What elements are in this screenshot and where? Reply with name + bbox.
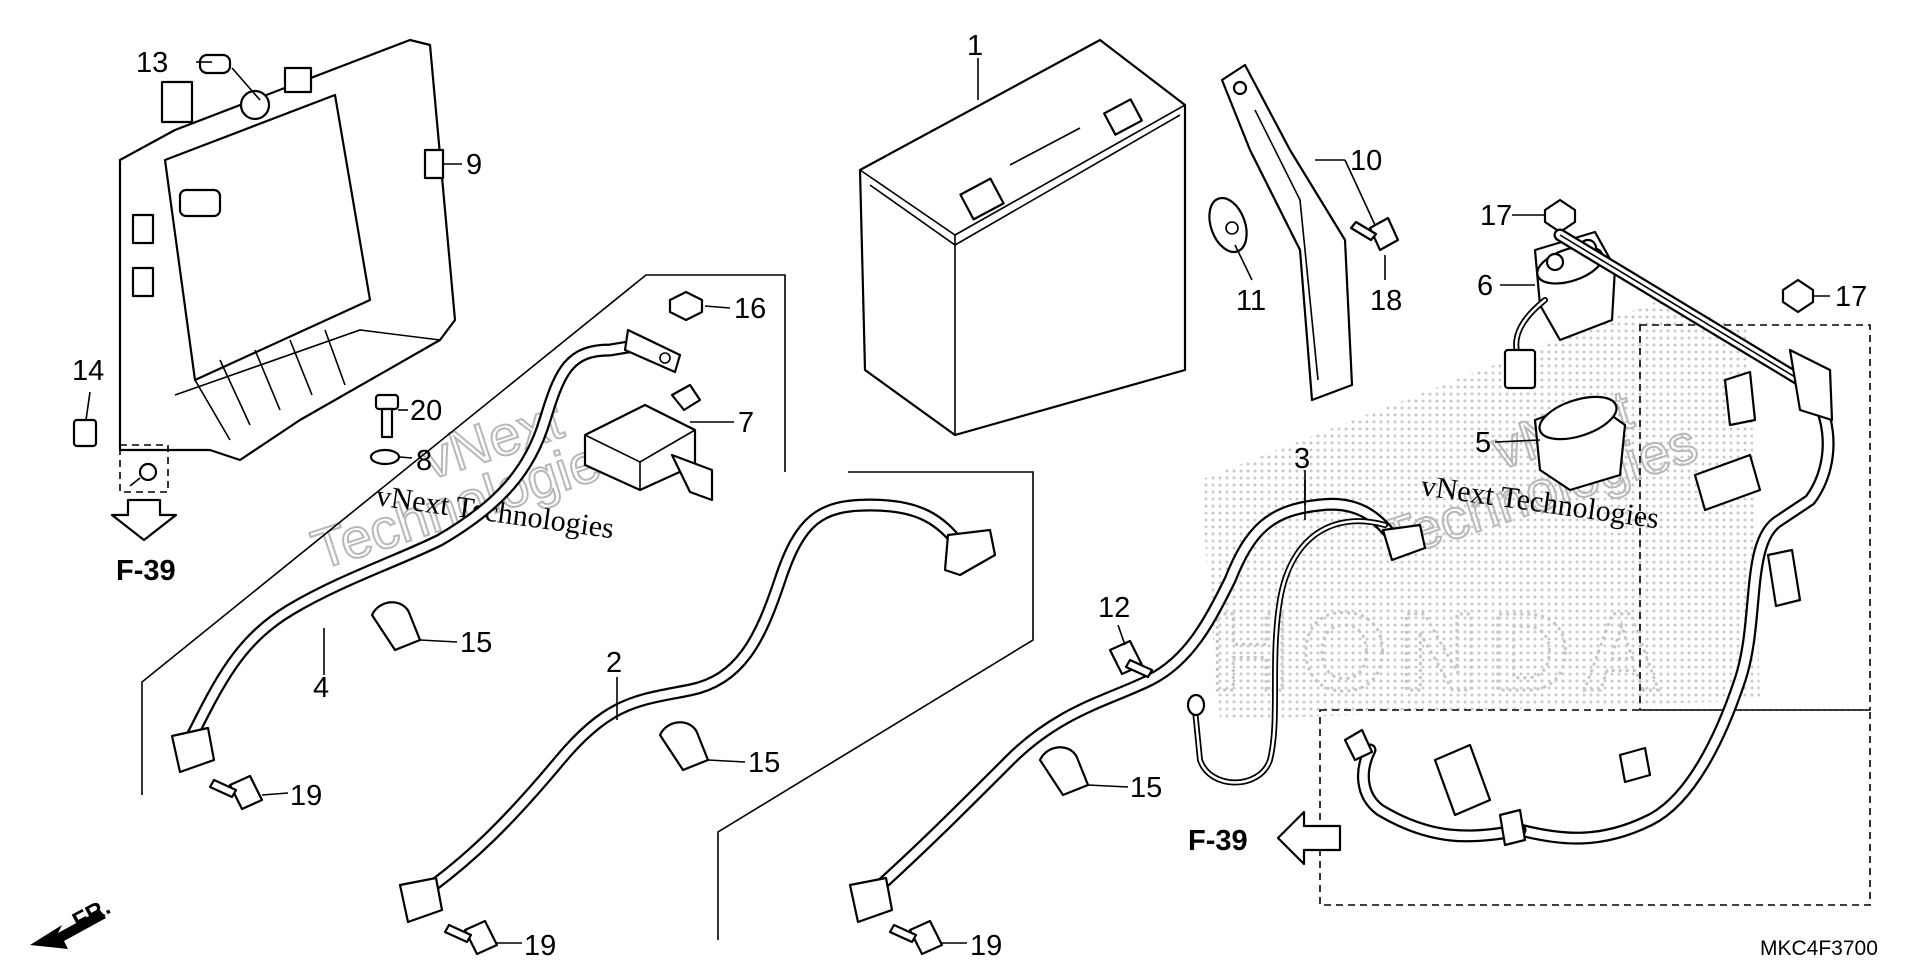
bolt-19c[interactable] [888,919,944,956]
screw-box[interactable] [119,444,169,493]
frame-lower-harness [1319,709,1871,906]
brand-watermark-text: HONDA [1210,591,1673,714]
callout-9: 9 [466,149,482,181]
cable-2[interactable] [398,498,997,924]
clamp-15b[interactable] [658,721,710,772]
bolt-18[interactable] [1349,216,1400,252]
reference-f39-left[interactable]: F-39 [116,555,176,587]
nut-16[interactable] [668,290,704,322]
clamp-15a[interactable] [370,601,422,652]
callout-13: 13 [136,47,168,79]
callout-2: 2 [606,647,622,679]
callout-5: 5 [1475,427,1491,459]
callout-3: 3 [1294,443,1310,475]
callout-20: 20 [410,395,442,427]
bolt-20[interactable] [374,393,400,439]
bolt-12[interactable] [1108,639,1154,679]
sensor-7[interactable] [583,383,714,502]
relay-cover[interactable] [1533,389,1627,492]
bolt-19a[interactable] [208,774,264,811]
callout-12: 12 [1098,592,1130,624]
callout-15b: 15 [748,747,780,779]
arrow-down-icon [110,498,178,542]
callout-19b: 19 [524,930,556,960]
callout-15a: 15 [460,627,492,659]
frame-middle-cable [717,471,1034,940]
callout-10: 10 [1350,145,1382,177]
nut-17a[interactable] [1543,198,1577,234]
callout-15c: 15 [1130,772,1162,804]
callout-7: 7 [738,407,754,439]
reference-f39-right[interactable]: F-39 [1188,825,1248,857]
diagram-code: MKC4F3700 [1760,937,1878,960]
frame-left-cable [141,274,786,795]
callout-18: 18 [1370,285,1402,317]
arrow-left-icon [1276,810,1342,866]
clamp-15c[interactable] [1038,746,1090,797]
callout-6: 6 [1477,270,1493,302]
clip-13[interactable] [198,53,232,75]
callout-14: 14 [72,355,104,387]
callout-17b: 17 [1835,281,1867,313]
callout-17a: 17 [1480,200,1512,232]
callout-1: 1 [967,30,983,62]
callout-4: 4 [313,672,329,704]
washer-8[interactable] [369,448,401,466]
leader-lines [85,58,1830,944]
cable-4[interactable] [170,328,682,774]
nut-14[interactable] [72,418,98,448]
battery-box[interactable] [118,38,457,462]
frame-upper-harness [1639,324,1871,711]
wire-harness[interactable] [1343,228,1835,847]
brand-watermark: HONDA [1200,300,1760,720]
callout-11: 11 [1236,285,1266,317]
callout-19a: 19 [290,780,322,812]
nut-17b[interactable] [1781,278,1815,314]
battery-bracket[interactable] [1220,63,1354,402]
front-direction-arrow-icon [30,910,106,949]
cable-3[interactable] [848,497,1427,924]
rubber-washer-11[interactable] [1202,193,1253,257]
callout-8: 8 [416,445,432,477]
battery[interactable] [858,38,1187,437]
callout-19c: 19 [970,930,1002,960]
callouts: 1 2 3 4 5 6 7 8 9 10 11 12 13 14 15 15 1… [72,30,1867,960]
bolt-19b[interactable] [443,919,499,956]
callout-16: 16 [734,293,766,325]
